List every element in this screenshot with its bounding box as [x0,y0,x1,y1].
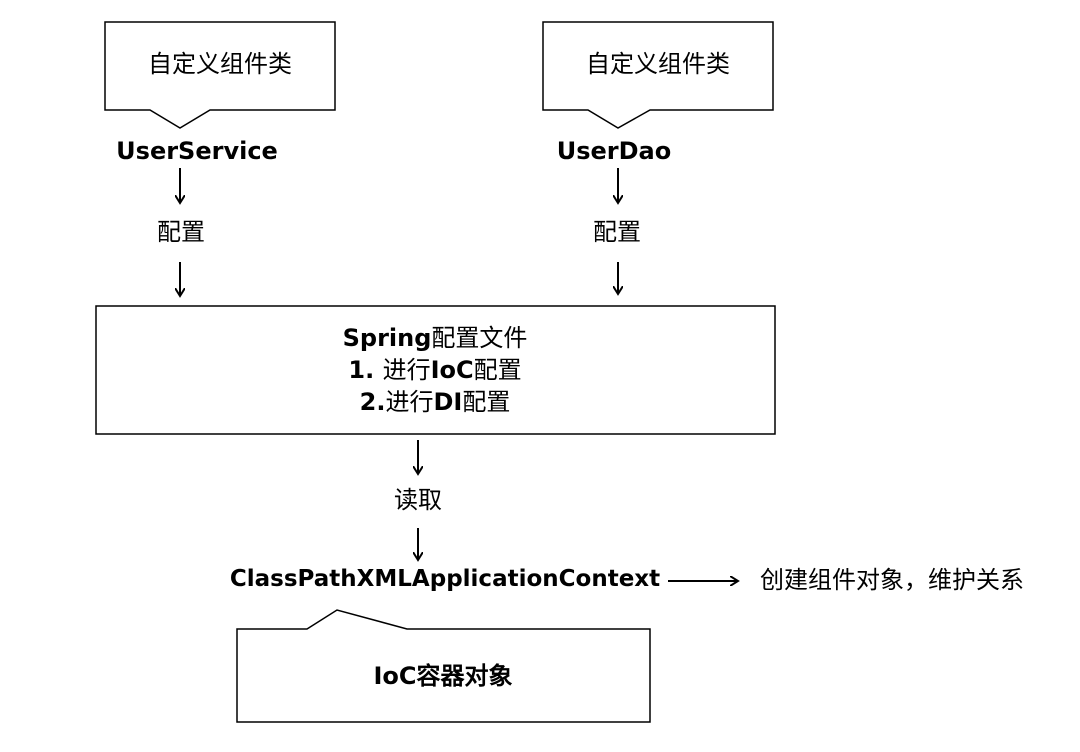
left-config-label: 配置 [157,218,205,246]
line2-prefix: 1. [348,356,383,384]
spring-config-line-2: 1. 进行IoC配置 [348,356,521,385]
spring-config-box [95,305,776,435]
line2-cn: 进行 [382,356,431,384]
line3-prefix: 2. [359,388,386,416]
left-callout-shape [104,21,336,129]
context-action-label: 创建组件对象，维护关系 [760,566,1024,594]
right-class-name: UserDao [556,137,672,165]
ioc-container-label: IoC容器对象 [373,662,512,691]
line2-suffix: 配置 [473,356,522,384]
line3-suffix: 配置 [462,388,511,416]
spring-config-line-1: Spring配置文件 [343,324,528,353]
ioc-callout-shape [236,609,651,723]
right-config-label: 配置 [593,218,641,246]
spring-config-line-3: 2.进行DI配置 [360,388,511,417]
container-object-word: 容器对象 [416,662,513,690]
right-callout-shape [542,21,774,129]
ioc-word: IoC [373,662,417,690]
line3-di: DI [433,388,463,416]
context-class-name: ClassPathXMLApplicationContext [229,566,661,592]
config-file-word: 配置文件 [431,324,528,352]
left-callout-label: 自定义组件类 [148,50,292,78]
left-class-name: UserService [116,137,278,165]
read-label: 读取 [394,486,442,514]
line3-cn: 进行 [385,388,434,416]
line2-ioc: IoC [430,356,474,384]
right-callout-label: 自定义组件类 [586,50,730,78]
spring-word: Spring [342,324,432,352]
